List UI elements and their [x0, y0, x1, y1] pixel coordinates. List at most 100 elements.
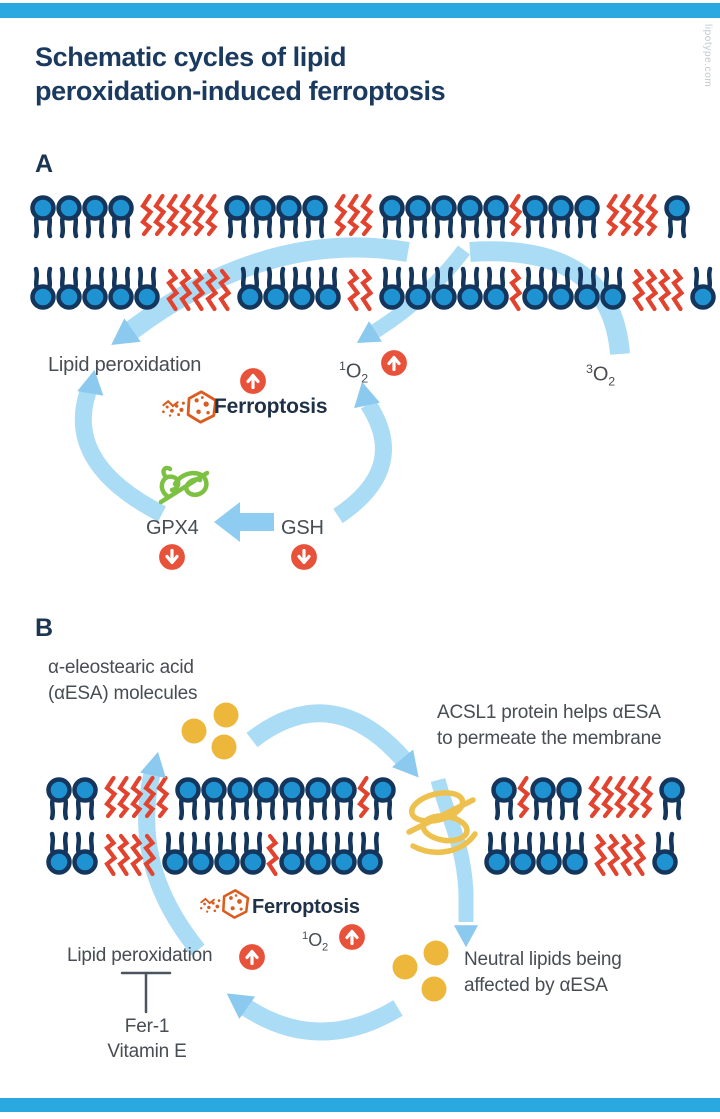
- damaged-lipid-icon: [630, 778, 638, 816]
- lipid-icon: [487, 834, 508, 873]
- arrow-membrane-to-lipid-peroxidation: [126, 237, 410, 339]
- lipid-icon: [292, 269, 313, 308]
- lipid-icon: [227, 198, 248, 237]
- damaged-lipid-icon: [107, 778, 115, 816]
- lipid-icon: [486, 198, 507, 237]
- neutral-lipids-line2: affected by αESA: [464, 975, 608, 996]
- triplet-oxygen-label-a: 3O2: [586, 356, 615, 395]
- lipid-icon: [382, 198, 403, 237]
- lipid-icon: [266, 269, 287, 308]
- damaged-lipid-icon: [133, 778, 141, 816]
- gpx4-protein-icon: [161, 468, 207, 502]
- lipid-icon: [577, 198, 598, 237]
- subscript: 2: [608, 374, 616, 389]
- lipid-icon: [318, 269, 339, 308]
- damaged-lipid-icon: [120, 778, 128, 816]
- aesa-caption-line2: (αESA) molecules: [48, 683, 198, 704]
- aesa-molecule-icon: [421, 976, 447, 1002]
- neutral-lipids-line1: Neutral lipids being: [464, 949, 622, 970]
- panel-b-label: B: [35, 614, 54, 642]
- lipid-icon: [111, 198, 132, 237]
- lipid-icon: [408, 269, 429, 308]
- lipid-icon: [178, 780, 199, 819]
- damaged-lipid-icon: [337, 196, 345, 234]
- panel-a-label: A: [35, 150, 54, 178]
- lipid-icon: [253, 198, 274, 237]
- arrow-up-to-aesa: [138, 772, 205, 956]
- lipid-icon: [460, 269, 481, 308]
- increase-badge: [336, 921, 368, 953]
- damaged-lipid-icon: [363, 271, 371, 309]
- gpx4-label: GPX4: [146, 517, 199, 539]
- damaged-lipid-icon: [269, 836, 277, 874]
- damaged-lipid-icon: [617, 778, 625, 816]
- lipid-icon: [75, 834, 96, 873]
- cycle-arrows-b-back: [138, 772, 205, 956]
- damaged-lipid-icon: [360, 778, 368, 816]
- damaged-lipid-icon: [520, 778, 528, 816]
- acsl1-caption: ACSL1 protein helps αESA to permeate the…: [437, 700, 662, 752]
- page-title-line2: peroxidation-induced ferroptosis: [35, 76, 446, 106]
- lipid-icon: [408, 198, 429, 237]
- singlet-oxygen-label-a: 1O2: [339, 353, 368, 392]
- lipid-icon: [137, 269, 158, 308]
- lipid-icon: [334, 834, 355, 873]
- lipid-icon: [551, 269, 572, 308]
- lipid-icon: [539, 834, 560, 873]
- lipid-icon: [603, 269, 624, 308]
- lipid-icon: [282, 834, 303, 873]
- fer1-label: Fer-1: [124, 1016, 170, 1037]
- lipid-icon: [85, 269, 106, 308]
- aesa-molecule-icon: [392, 954, 418, 980]
- lipid-icon: [486, 269, 507, 308]
- lipid-icon: [525, 269, 546, 308]
- increase-badge: [378, 347, 410, 379]
- damaged-lipid-icon: [635, 271, 643, 309]
- damaged-lipid-icon: [133, 836, 141, 874]
- increase-badge: [236, 941, 268, 973]
- lipid-icon: [693, 269, 714, 308]
- ferroptosis-label-b: Ferroptosis: [252, 896, 360, 918]
- lipid-icon: [373, 780, 394, 819]
- damaged-lipid-icon: [182, 196, 190, 234]
- lipid-icon: [494, 780, 515, 819]
- arrow-neutral-to-lipid-peroxidation: [238, 998, 403, 1041]
- arrow-gsh-to-singlet-oxygen: [333, 399, 392, 524]
- inhibition-tbar: [120, 971, 172, 1014]
- lipid-icon: [59, 269, 80, 308]
- damaged-lipid-icon: [635, 196, 643, 234]
- damaged-lipid-icon: [156, 196, 164, 234]
- gsh-label: GSH: [281, 517, 324, 539]
- lipid-icon: [33, 269, 54, 308]
- cycle-arrows-a: [74, 237, 630, 524]
- damaged-lipid-icon: [623, 836, 631, 874]
- lipid-icon: [279, 198, 300, 237]
- lipid-icon: [308, 780, 329, 819]
- damaged-lipid-icon: [609, 196, 617, 234]
- watermark: lipotype.com: [702, 24, 713, 88]
- superscript: 1: [302, 930, 309, 942]
- decrease-badge: [288, 541, 320, 573]
- gsh-to-gpx4-arrow: [214, 502, 274, 542]
- lipid-icon: [305, 198, 326, 237]
- damaged-lipid-icon: [512, 196, 520, 234]
- lipid-icon: [533, 780, 554, 819]
- arrow-aesa-to-acsl1: [246, 704, 411, 767]
- lipid-icon: [525, 198, 546, 237]
- page-title-line1: Schematic cycles of lipid: [35, 42, 347, 72]
- element-symbol: O: [308, 930, 323, 950]
- damaged-lipid-icon: [622, 196, 630, 234]
- aesa-caption-line1: α-eleostearic acid: [48, 657, 194, 678]
- bottom-accent-bar: [0, 1098, 720, 1112]
- damaged-lipid-icon: [610, 836, 618, 874]
- lipid-icon: [191, 834, 212, 873]
- element-symbol: O: [345, 360, 362, 383]
- damaged-lipid-icon: [597, 836, 605, 874]
- damaged-lipid-icon: [159, 778, 167, 816]
- damaged-lipid-icon: [648, 196, 656, 234]
- lipid-icon: [165, 834, 186, 873]
- damaged-lipid-icon: [648, 271, 656, 309]
- damaged-lipid-icon: [512, 271, 520, 309]
